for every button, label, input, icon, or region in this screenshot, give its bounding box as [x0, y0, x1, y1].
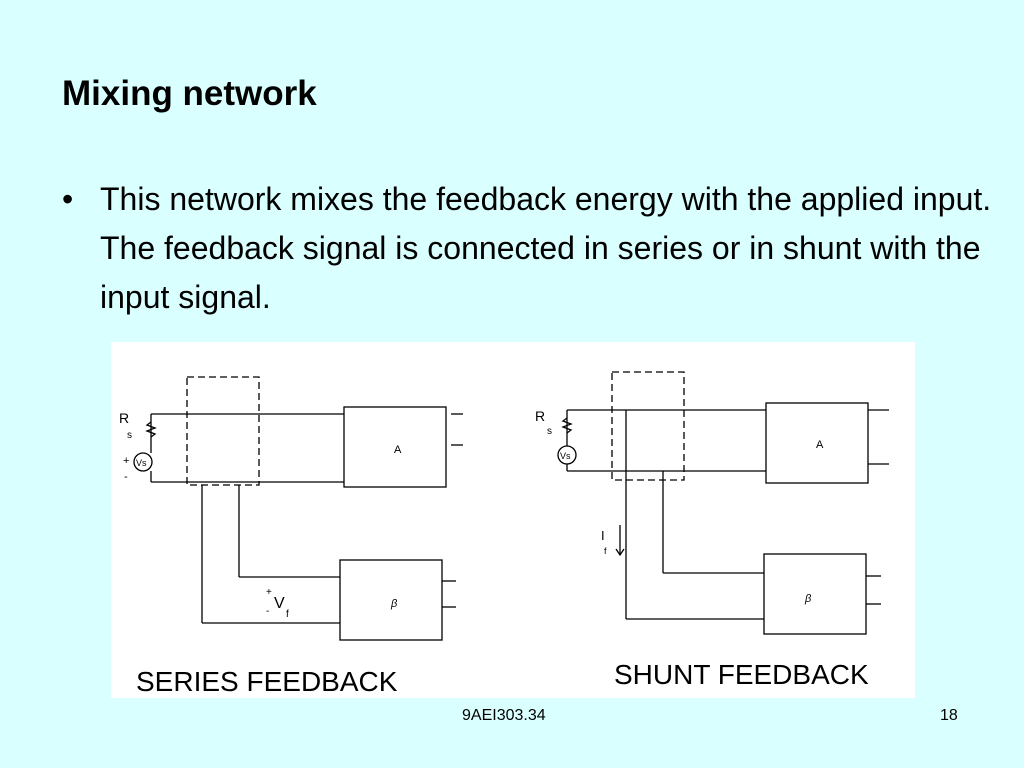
slide-title: Mixing network — [62, 74, 317, 113]
series-vf-minus: - — [266, 606, 269, 617]
series-mixer-box — [186, 376, 260, 486]
shunt-resistor-icon — [561, 417, 573, 434]
page-number: 18 — [940, 707, 958, 724]
series-vf-plus: + — [266, 587, 272, 598]
series-resistor-icon — [145, 421, 157, 438]
shunt-amp-label: A — [816, 439, 824, 451]
shunt-caption: SHUNT FEEDBACK — [614, 659, 869, 690]
series-rs-R: R — [119, 410, 129, 426]
footer-code: 9AEI303.34 — [462, 707, 546, 724]
circuit-diagrams: R s Vs + - A β + - V f R s Vs A β I f — [119, 371, 889, 641]
series-source-icon — [133, 452, 153, 472]
series-rs-s: s — [127, 430, 132, 441]
shunt-source-icon — [557, 445, 577, 465]
series-beta-block — [339, 559, 443, 641]
series-vf-V: V — [274, 595, 285, 612]
series-beta-label: β — [390, 598, 398, 610]
series-caption: SERIES FEEDBACK — [136, 666, 398, 697]
shunt-if-I: I — [601, 528, 605, 543]
bullet-text: This network mixes the feedback energy w… — [100, 181, 992, 315]
series-source-minus: - — [124, 471, 128, 483]
shunt-mixer-box — [611, 371, 685, 481]
shunt-if-f: f — [604, 546, 607, 556]
series-vf-f: f — [286, 609, 289, 620]
shunt-source-label: Vs — [560, 451, 571, 461]
series-source-plus: + — [123, 455, 129, 467]
bullet-marker: • — [62, 181, 74, 217]
series-circuit — [133, 376, 463, 641]
shunt-beta-label: β — [804, 593, 812, 605]
shunt-circuit — [557, 371, 889, 635]
shunt-rs-s: s — [547, 426, 552, 437]
bullet-point: • This network mixes the feedback energy… — [62, 175, 1007, 322]
feedback-figure: R s Vs + - A β + - V f R s Vs A β I f SE… — [111, 342, 915, 698]
series-amp-label: A — [394, 444, 402, 456]
shunt-if-arrow-icon — [615, 548, 625, 557]
shunt-rs-R: R — [535, 408, 545, 424]
shunt-beta-block — [763, 553, 867, 635]
series-amp-block — [343, 406, 447, 488]
series-source-label: Vs — [136, 458, 147, 468]
shunt-amp-block — [765, 402, 869, 484]
